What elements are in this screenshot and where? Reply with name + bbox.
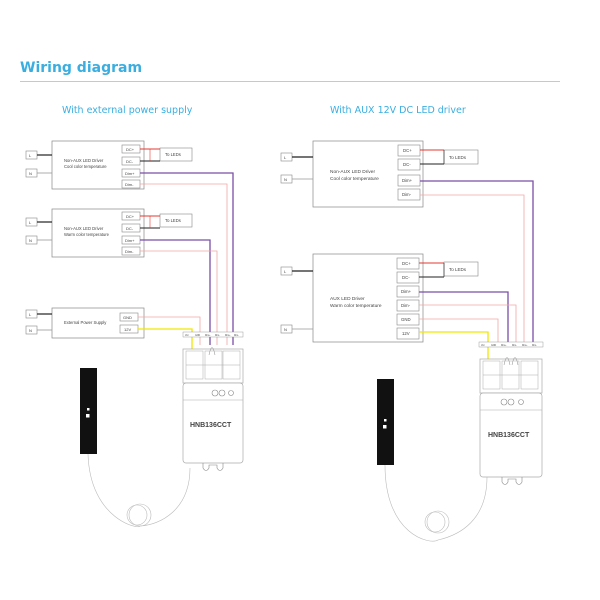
terminal-label: Dim+ <box>501 345 507 347</box>
terminal-label: Dim+ <box>522 345 528 347</box>
right-driver1: Non-AUX LED Driver Cool color temperatur… <box>312 140 479 208</box>
terminal-label: DC+ <box>126 147 135 152</box>
right-driver2-line1: AUX LED Driver <box>330 296 365 302</box>
left-driver2-line1: Non-AUX LED Driver <box>64 226 104 231</box>
right-subtitle: With AUX 12V DC LED driver <box>330 105 466 116</box>
power-supply-label: External Power Supply <box>64 320 107 325</box>
left-power-supply: External Power Supply GND 12V <box>51 307 145 339</box>
input-n: N <box>284 177 287 182</box>
to-leds-label: To LEDs <box>165 218 181 223</box>
right-antenna <box>377 379 488 542</box>
terminal-label: Vcc <box>481 345 486 347</box>
to-leds-label: To LEDs <box>449 155 467 160</box>
input-n: N <box>284 327 287 332</box>
terminal-label: Dim+ <box>401 289 412 294</box>
left-driver1-line1: Non-AUX LED Driver <box>64 158 104 163</box>
left-controller-model: HNB136CCT <box>190 422 232 429</box>
terminal-label: GND <box>123 315 132 320</box>
terminal-label: Dim- <box>234 335 239 337</box>
terminal-label: Dim- <box>532 345 537 347</box>
input-n: N <box>29 328 32 333</box>
to-leds-label: To LEDs <box>449 267 467 272</box>
terminal-label: Vcc <box>185 335 190 337</box>
terminal-label: 12V <box>402 331 410 336</box>
to-leds-label: To LEDs <box>165 152 181 157</box>
terminal-label: DC- <box>126 159 134 164</box>
left-driver2: Non-AUX LED Driver Warm color temperatur… <box>51 208 193 258</box>
terminal-label: Dim- <box>125 182 134 187</box>
input-l: L <box>284 155 287 160</box>
left-controller-terminals: Vcc GND Dim+ Dim- Dim+ Dim- <box>182 331 244 338</box>
terminal-label: GND <box>195 335 200 337</box>
terminal-label: GND <box>491 345 496 347</box>
terminal-label: Dim+ <box>125 238 135 243</box>
input-l: L <box>29 220 32 225</box>
right-driver2: AUX LED Driver Warm color temperature DC… <box>312 253 479 343</box>
left-controller: HNB136CCT <box>182 347 244 471</box>
input-l: L <box>29 312 32 317</box>
terminal-label: Dim- <box>402 192 412 197</box>
input-n: N <box>29 238 32 243</box>
terminal-label: Dim- <box>125 249 134 254</box>
left-antenna <box>80 368 191 527</box>
terminal-label: 12V <box>124 327 131 332</box>
terminal-label: Dim+ <box>125 171 135 176</box>
right-controller-model: HNB136CCT <box>488 432 530 439</box>
terminal-label: Dim+ <box>402 178 413 183</box>
input-n: N <box>29 171 32 176</box>
input-l: L <box>29 153 32 158</box>
page-title: Wiring diagram <box>20 60 143 76</box>
terminal-label: DC- <box>126 226 134 231</box>
input-l: L <box>284 269 287 274</box>
terminal-label: DC+ <box>126 214 135 219</box>
left-driver1-line2: Cool color temperature <box>64 164 107 169</box>
terminal-label: DC- <box>403 162 411 167</box>
right-controller-terminals: Vcc GND Dim+ Dim- Dim+ Dim- <box>478 341 544 348</box>
right-driver1-line2: Cool color temperature <box>330 176 379 182</box>
left-driver1: Non-AUX LED Driver Cool color temperatur… <box>51 140 193 190</box>
terminal-label: Dim- <box>401 303 411 308</box>
right-driver1-line1: Non-AUX LED Driver <box>330 169 375 175</box>
terminal-label: Dim- <box>512 345 517 347</box>
terminal-label: DC- <box>402 275 410 280</box>
terminal-label: DC+ <box>403 148 412 153</box>
terminal-label: GND <box>401 317 411 322</box>
left-subtitle: With external power supply <box>62 105 193 116</box>
terminal-label: DC+ <box>402 261 411 266</box>
title-divider <box>20 81 560 82</box>
right-driver2-line2: Warm color temperature <box>330 303 382 309</box>
terminal-label: Dim+ <box>205 335 211 337</box>
right-controller: HNB136CCT <box>479 357 543 485</box>
left-driver2-line2: Warm color temperature <box>64 232 110 237</box>
terminal-label: Dim+ <box>225 335 231 337</box>
terminal-label: Dim- <box>215 335 220 337</box>
